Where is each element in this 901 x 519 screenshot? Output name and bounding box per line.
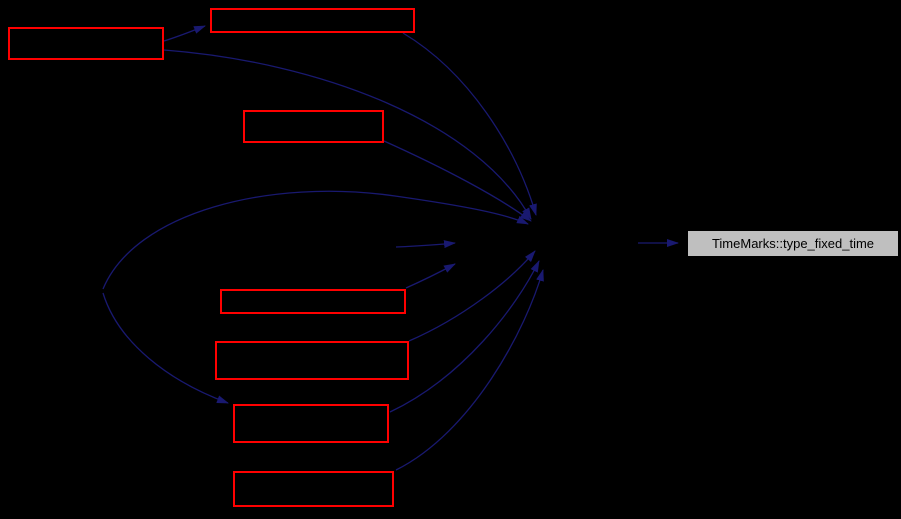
edge-mid-short <box>395 240 456 249</box>
edge-left-to-box6 <box>102 292 229 404</box>
edge-box3-to-hub <box>383 140 532 222</box>
edge-box5-to-hub <box>408 250 536 342</box>
focus-node-label: TimeMarks::type_fixed_time <box>711 236 875 251</box>
caller-node-3[interactable] <box>243 110 384 143</box>
caller-node-2[interactable] <box>210 8 415 33</box>
edge-topleft-to-top <box>163 25 206 42</box>
edge-leftarc-to-hub <box>102 190 529 290</box>
caller-node-6[interactable] <box>233 404 389 443</box>
edge-top-to-hub <box>402 32 537 216</box>
caller-node-7[interactable] <box>233 471 394 507</box>
caller-node-4[interactable] <box>220 289 406 314</box>
caller-node-5[interactable] <box>215 341 409 380</box>
caller-node-1[interactable] <box>8 27 164 60</box>
focus-node: TimeMarks::type_fixed_time <box>688 231 898 256</box>
edge-box4-to-mid <box>405 263 456 289</box>
edge-topleft-to-hub <box>163 49 532 220</box>
edge-box6-to-hub <box>389 260 540 413</box>
edge-box7-to-hub <box>395 269 544 471</box>
